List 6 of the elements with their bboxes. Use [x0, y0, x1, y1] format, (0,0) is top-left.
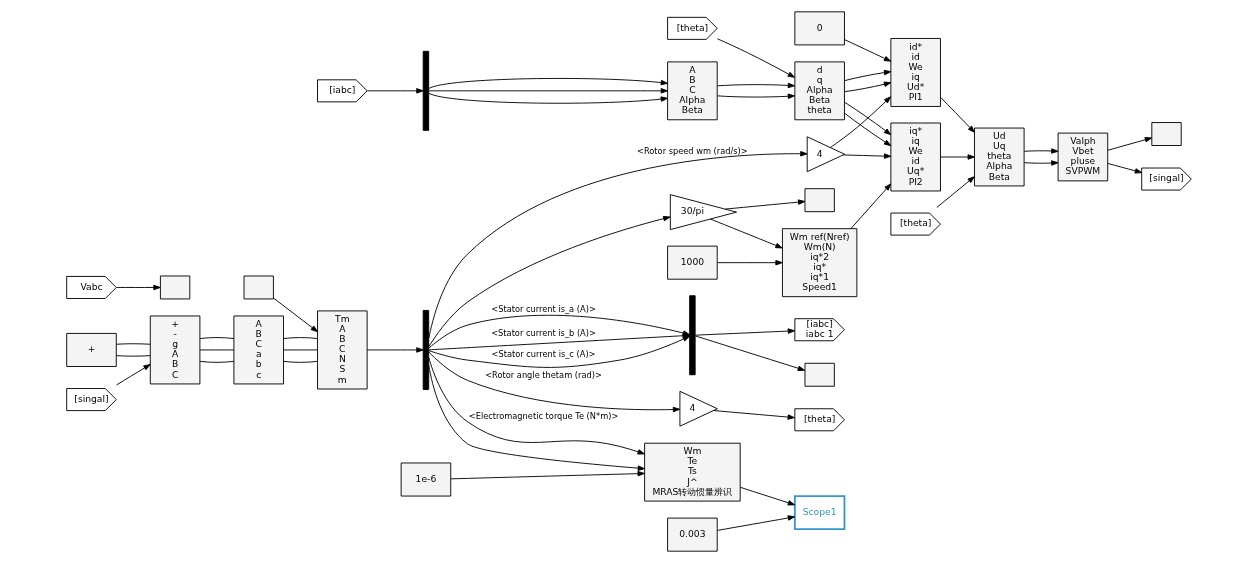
edge-label: <Electromagnetic torque Te (N*m)> — [468, 411, 619, 422]
edge-label: <Rotor angle thetam (rad)> — [485, 369, 602, 380]
edge-label: <Stator current is_a (A)> — [491, 304, 596, 315]
edge-label: <Rotor speed wm (rad/s)> — [637, 145, 748, 156]
edge-label: <Stator current is_c (A)> — [491, 349, 596, 360]
edge-label: <Stator current is_b (A)> — [491, 328, 596, 339]
